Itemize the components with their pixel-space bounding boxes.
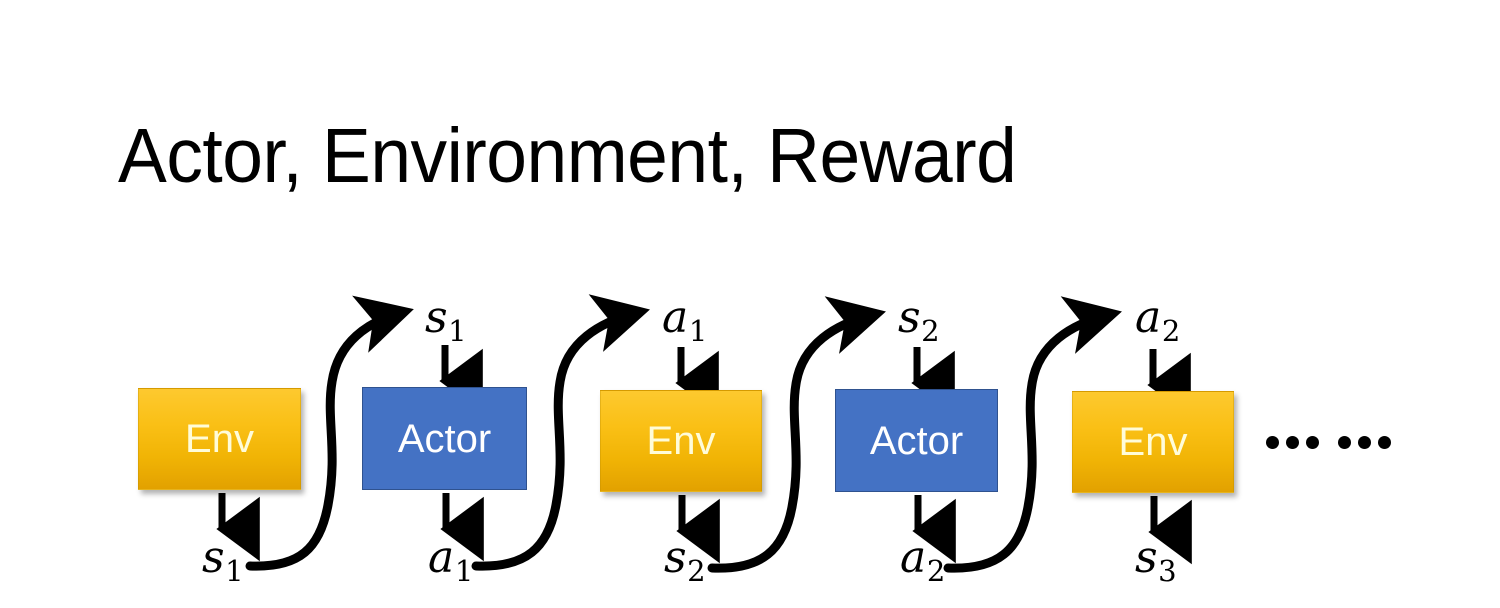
node-env-1[interactable]: Env (138, 388, 301, 490)
label-top-s1: s1 (425, 296, 467, 346)
label-bottom-a2: a2 (900, 536, 945, 586)
label-top-a2: a2 (1135, 296, 1180, 346)
label-bottom-s1: s1 (202, 536, 244, 586)
ellipsis-dot (1286, 436, 1299, 449)
ellipsis-dot (1358, 436, 1371, 449)
label-subscript: 2 (687, 553, 706, 588)
label-subscript: 1 (454, 553, 474, 588)
label-bottom-s2: s2 (664, 536, 706, 586)
label-subscript: 2 (921, 313, 940, 348)
label-base: s (1135, 532, 1158, 583)
label-base: s (202, 532, 225, 583)
curve-s1-bottom-to-s1-top (245, 295, 414, 571)
node-env-2[interactable]: Env (600, 390, 762, 492)
ellipsis-dot (1266, 436, 1279, 449)
curve-a2-bottom-to-a2-top (943, 296, 1122, 573)
node-label: Env (1118, 420, 1188, 464)
label-base: a (662, 292, 689, 343)
label-subscript: 2 (926, 553, 946, 588)
node-label: Actor (397, 416, 492, 461)
page-title: Actor, Environment, Reward (118, 113, 1017, 199)
label-subscript: 1 (225, 553, 244, 588)
label-subscript: 3 (1158, 553, 1177, 588)
node-env-3[interactable]: Env (1072, 391, 1234, 493)
ellipsis-dot (1338, 436, 1351, 449)
ellipsis-dot (1306, 436, 1319, 449)
label-base: a (1135, 292, 1162, 343)
node-actor-2[interactable]: Actor (835, 389, 998, 492)
label-base: a (900, 532, 927, 583)
label-subscript: 1 (688, 313, 708, 348)
label-base: s (664, 532, 687, 583)
label-top-a1: a1 (662, 296, 707, 346)
label-base: s (425, 292, 448, 343)
label-base: s (898, 292, 921, 343)
curve-a1-bottom-to-a1-top (471, 294, 650, 571)
curve-s2-bottom-to-s2-top (707, 296, 886, 573)
node-actor-1[interactable]: Actor (362, 387, 527, 490)
label-bottom-s3: s3 (1135, 536, 1177, 586)
label-bottom-a1: a1 (428, 536, 473, 586)
label-subscript: 2 (1161, 313, 1181, 348)
node-label: Actor (869, 418, 964, 463)
node-label: Env (646, 419, 716, 463)
label-base: a (428, 532, 455, 583)
ellipsis-dot (1378, 436, 1391, 449)
node-label: Env (185, 417, 254, 461)
ellipsis-continuation (1266, 436, 1391, 449)
label-top-s2: s2 (898, 296, 940, 346)
label-subscript: 1 (448, 313, 467, 348)
